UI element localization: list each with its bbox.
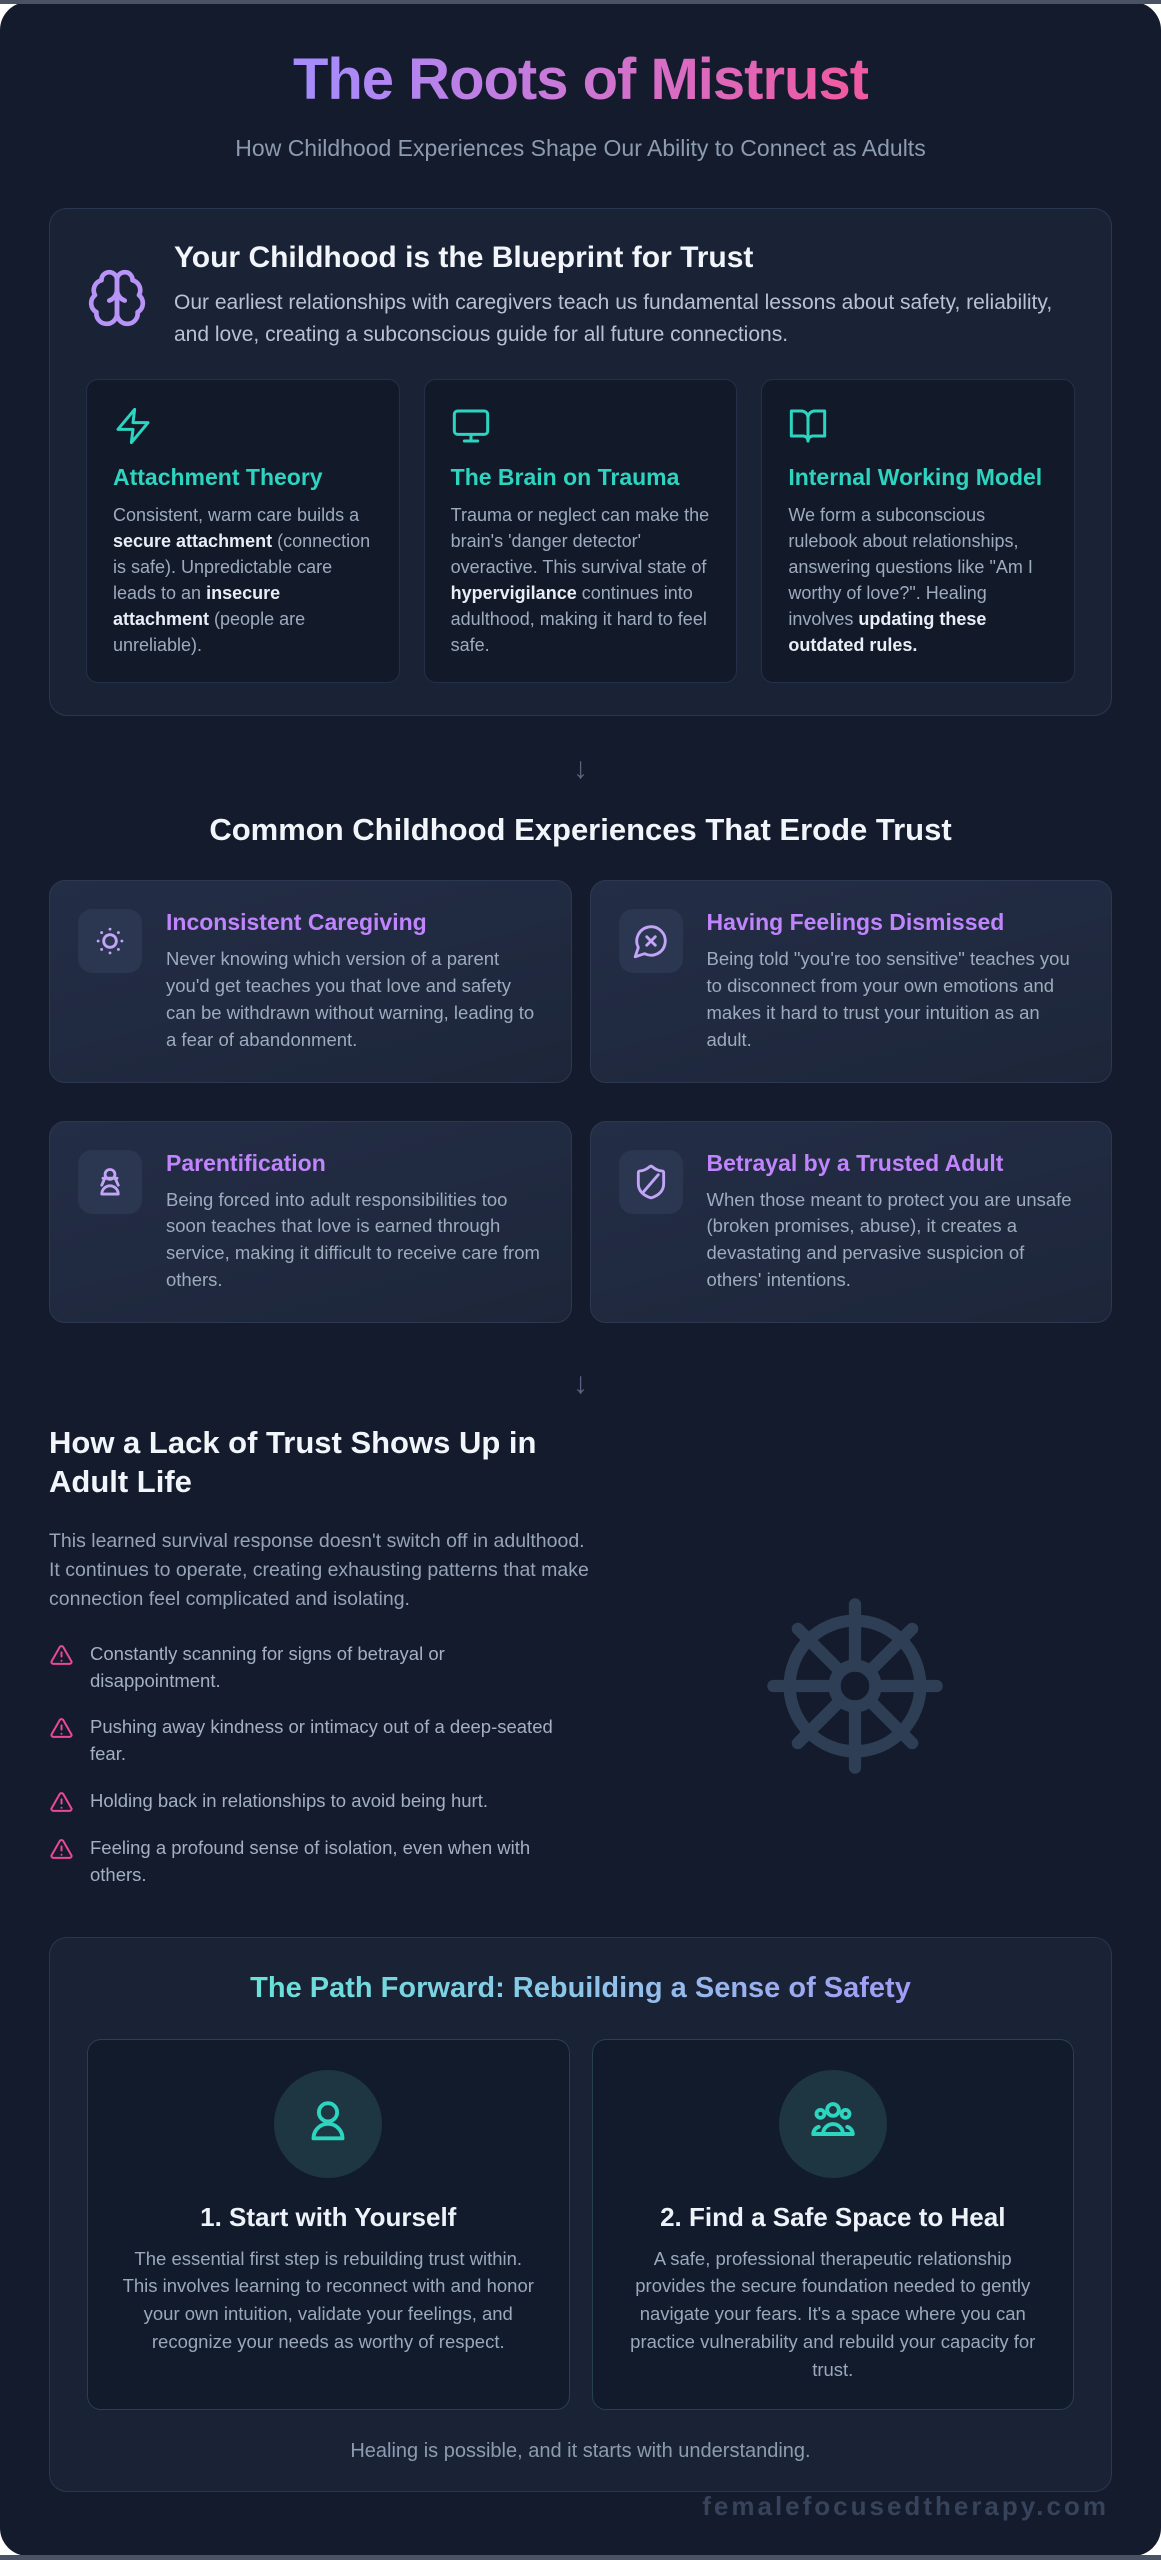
alert-triangle-icon [49,1716,74,1741]
experience-card-title: Parentification [166,1149,326,1176]
step-body: A safe, professional therapeutic relatio… [630,2247,1036,2380]
adult-life-list: Constantly scanning for signs of betraya… [49,1641,597,1889]
concept-card-brain-on-trauma: The Brain on Trauma Trauma or neglect ca… [423,378,738,684]
screen-edge-strip-top [0,0,1161,4]
list-item-text: Pushing away kindness or intimacy out of… [90,1716,553,1765]
person-icon [302,2095,354,2152]
list-item: Feeling a profound sense of isolation, e… [49,1835,597,1889]
sun-dim-icon [78,909,142,974]
adult-life-description: This learned survival response doesn't s… [49,1529,589,1611]
page-title: The Roots of Mistrust [292,47,869,112]
experiences-heading: Common Childhood Experiences That Erode … [209,812,952,848]
experience-card-feelings-dismissed: Having Feelings Dismissed Being told "yo… [589,880,1112,1083]
down-arrow-icon: ↓ [573,752,588,786]
experience-card-text: Parentification Being forced into adult … [166,1150,543,1294]
message-x-icon [618,909,683,974]
path-forward-heading: The Path Forward: Rebuilding a Sense of … [87,1972,1074,2005]
concept-card-body: Trauma or neglect can make the brain's '… [450,504,710,656]
concept-card-title: Attachment Theory [113,463,323,490]
path-forward-section: The Path Forward: Rebuilding a Sense of … [49,1936,1112,2493]
list-item-text: Constantly scanning for signs of betraya… [90,1642,445,1691]
step-icon-circle [778,2069,887,2178]
page-subtitle: How Childhood Experiences Shape Our Abil… [235,135,926,161]
alert-triangle-icon [49,1837,74,1862]
step-title: 1. Start with Yourself [200,2201,457,2232]
concept-card-body: Consistent, warm care builds a secure at… [113,504,371,656]
concept-card-body: We form a subconscious rulebook about re… [788,504,1033,656]
list-item: Pushing away kindness or intimacy out of… [49,1714,597,1768]
adult-life-text-column: How a Lack of Trust Shows Up in Adult Li… [49,1423,597,1889]
alert-triangle-icon [49,1790,74,1815]
blueprint-title: Your Childhood is the Blueprint for Trus… [174,241,754,274]
monitor-icon [451,406,491,446]
list-item-text: Holding back in relationships to avoid b… [90,1789,488,1811]
experience-card-title: Inconsistent Caregiving [166,909,427,936]
adult-life-heading: How a Lack of Trust Shows Up in Adult Li… [49,1424,537,1499]
path-forward-grid: 1. Start with Yourself The essential fir… [87,2038,1074,2411]
step-card-start-with-yourself: 1. Start with Yourself The essential fir… [87,2038,570,2411]
lightning-icon [113,406,153,446]
experience-card-body: Never knowing which version of a parent … [166,948,535,1050]
experiences-grid: Inconsistent Caregiving Never knowing wh… [49,880,1112,1323]
concept-card-internal-working-model: Internal Working Model We form a subcons… [761,378,1075,684]
experience-card-betrayal: Betrayal by a Trusted Adult When those m… [589,1120,1112,1323]
experience-card-body: Being told "you're too sensitive" teache… [706,948,1070,1050]
ship-wheel-icon [757,1588,953,1784]
blueprint-card-grid: Attachment Theory Consistent, warm care … [86,378,1075,684]
closing-note: Healing is possible, and it starts with … [350,2440,811,2463]
caretaker-icon [78,1149,142,1214]
step-body: The essential first step is rebuilding t… [122,2247,534,2352]
step-icon-circle [274,2069,383,2178]
experience-card-body: Being forced into adult responsibilities… [166,1188,540,1291]
blueprint-description: Our earliest relationships with caregive… [174,291,1053,346]
list-item-text: Feeling a profound sense of isolation, e… [90,1836,531,1885]
watermark: femalefocusedtherapy.com [702,2491,1109,2521]
blueprint-header-text: Your Childhood is the Blueprint for Trus… [174,241,1075,351]
book-open-icon [788,406,828,446]
concept-card-title: Internal Working Model [788,463,1043,490]
adult-life-art-column [597,1423,1112,1889]
experience-card-inconsistent-caregiving: Inconsistent Caregiving Never knowing wh… [49,880,572,1083]
shield-slash-icon [618,1149,683,1214]
experience-card-title: Betrayal by a Trusted Adult [706,1149,1004,1176]
header: The Roots of Mistrust How Childhood Expe… [0,2,1161,162]
experience-card-title: Having Feelings Dismissed [706,909,1005,936]
adult-life-section: How a Lack of Trust Shows Up in Adult Li… [49,1423,1112,1889]
step-title: 2. Find a Safe Space to Heal [660,2201,1006,2232]
experience-card-text: Inconsistent Caregiving Never knowing wh… [166,909,543,1053]
people-icon [807,2095,859,2152]
alert-triangle-icon [49,1643,74,1668]
experience-card-text: Having Feelings Dismissed Being told "yo… [707,909,1084,1053]
experience-card-parentification: Parentification Being forced into adult … [49,1120,572,1323]
list-item: Holding back in relationships to avoid b… [49,1788,597,1815]
concept-card-title: The Brain on Trauma [450,463,680,490]
screen-edge-strip-bottom [0,2555,1161,2560]
down-arrow-icon: ↓ [573,1366,588,1400]
concept-card-attachment-theory: Attachment Theory Consistent, warm care … [86,378,400,684]
experience-card-text: Betrayal by a Trusted Adult When those m… [707,1150,1084,1294]
step-card-safe-space: 2. Find a Safe Space to Heal A safe, pro… [591,2038,1074,2411]
blueprint-section: Your Childhood is the Blueprint for Trus… [49,208,1112,717]
brain-icon [86,267,148,329]
blueprint-header: Your Childhood is the Blueprint for Trus… [86,241,1075,351]
experience-card-body: When those meant to protect you are unsa… [706,1188,1072,1291]
list-item: Constantly scanning for signs of betraya… [49,1641,597,1695]
